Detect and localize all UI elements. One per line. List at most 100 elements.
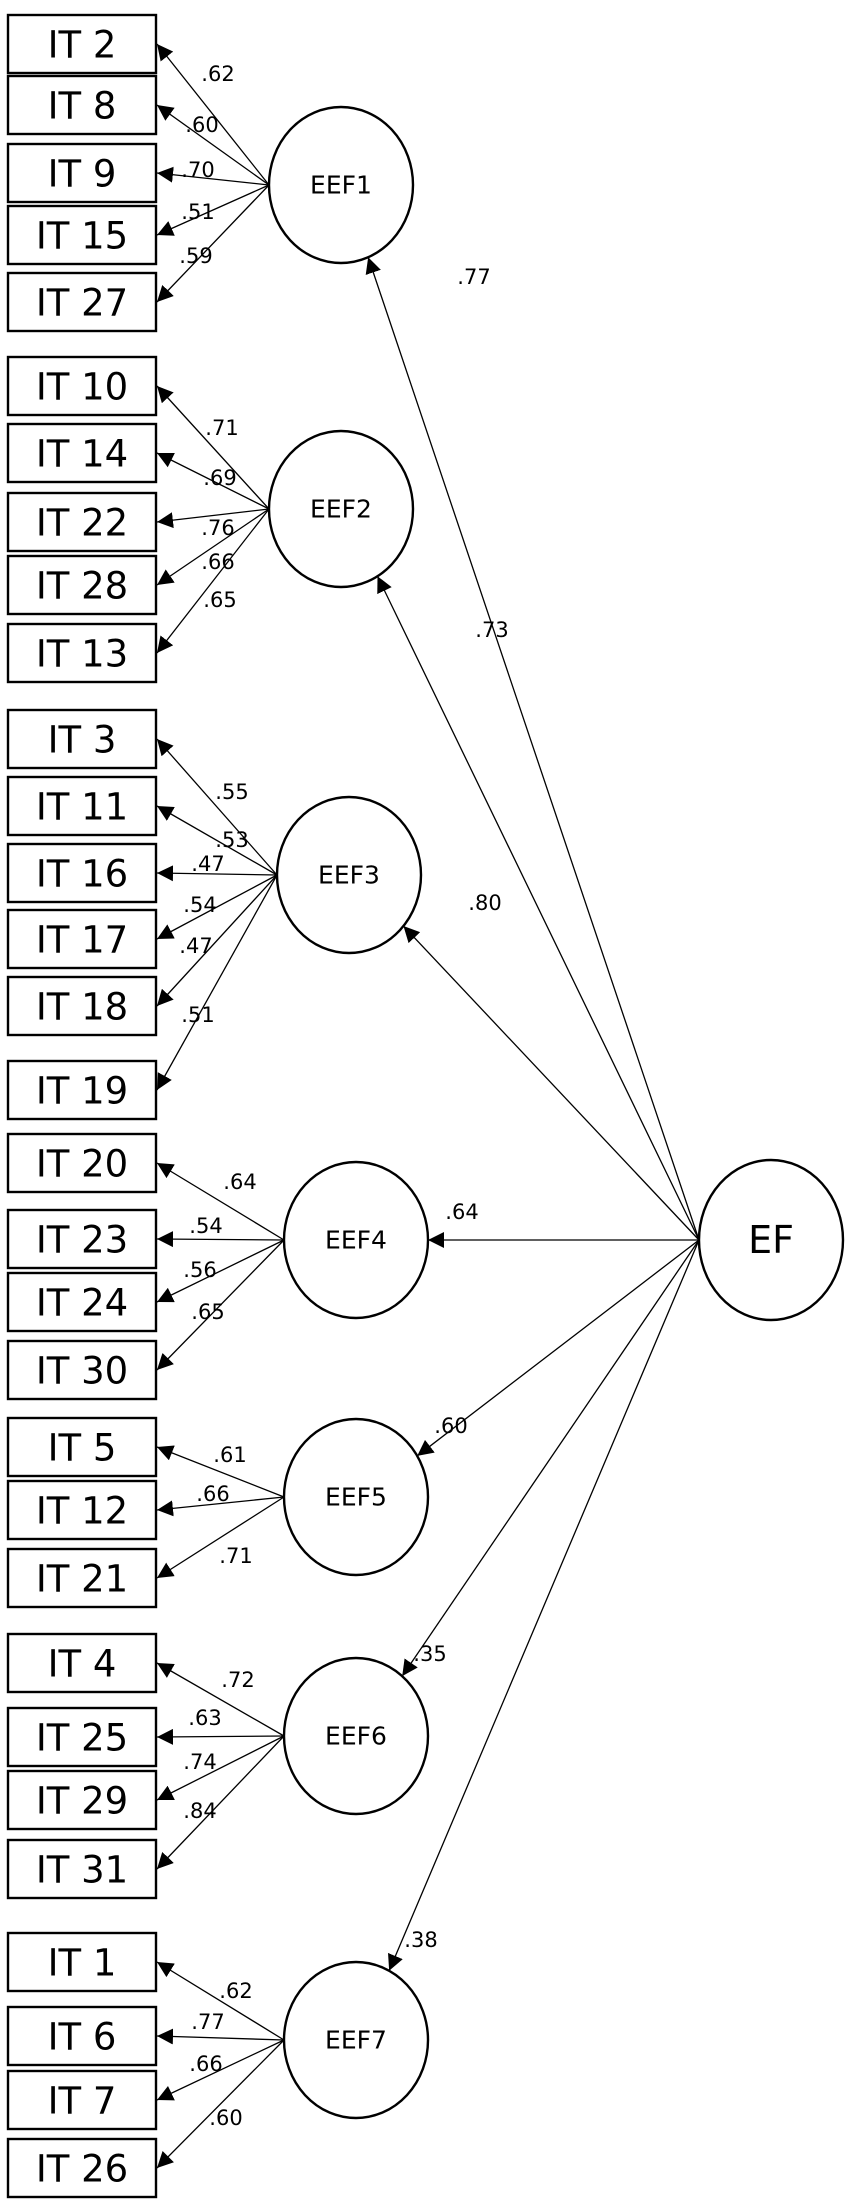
indicator-box [6,842,158,904]
indicator-loading: .62 [201,62,234,86]
indicator-label: IT 15 [36,215,128,258]
indicator-box [6,2005,158,2067]
indicator-box [6,908,158,970]
indicator-label: IT 6 [48,2016,117,2059]
indicator-label: IT 28 [36,565,128,608]
factor-eef1-loading: .77 [457,265,490,289]
indicator-label: IT 18 [36,986,128,1029]
indicator-path [156,166,270,186]
indicator-path [156,1239,285,1303]
indicator-box [6,1547,158,1609]
indicator-label: IT 26 [36,2148,128,2191]
indicator-path [156,865,278,882]
latent-factor-eef2 [267,429,415,589]
indicator-loading: .62 [219,1979,252,2003]
indicator-loading: .74 [183,1750,216,1774]
factor-eef6-path [401,1239,700,1677]
indicator-box [6,1271,158,1333]
indicator-path [156,43,270,186]
indicator-box [6,422,158,484]
indicator-label: IT 4 [48,1643,117,1686]
indicator-loading: .66 [196,1482,229,1506]
indicator-loading: .54 [183,893,216,917]
indicator-loading: .71 [205,416,238,440]
indicator-loading: .59 [179,244,212,268]
indicator-box [6,1479,158,1541]
indicator-label: IT 1 [48,1942,117,1985]
indicator-loading: .55 [215,780,248,804]
latent-factor-eef1 [267,105,415,265]
indicator-label: IT 16 [36,853,128,896]
ef-label: EF [748,1218,794,1262]
indicator-path [156,385,270,510]
indicator-label: IT 8 [48,85,117,128]
factor-eef1-path [365,257,700,1241]
indicator-path [156,1162,285,1241]
indicator-label: IT 22 [36,502,128,545]
indicator-loading: .69 [203,466,236,490]
factor-eef5-loading: .60 [434,1414,467,1438]
indicator-box [6,1931,158,1993]
indicator-path [156,738,278,876]
indicator-label: IT 11 [36,786,128,829]
indicator-loading: .60 [185,113,218,137]
latent-factor-eef7 [282,1960,430,2120]
path-arrows [156,43,700,2169]
indicator-label: IT 25 [36,1717,128,1760]
factor-eef2-path [376,575,700,1241]
indicator-path [156,1445,285,1498]
indicator-path [156,874,278,1007]
indicator-loading: .51 [181,1003,214,1027]
indicator-box [6,271,158,333]
factor-eef3-loading: .80 [468,891,501,915]
indicator-path [156,1496,285,1517]
indicator-box [6,2137,158,2199]
factor-eef2-loading: .73 [475,618,508,642]
indicator-box [6,142,158,204]
indicator-loading: .53 [215,828,248,852]
factor-eef1-label: EEF1 [310,171,372,200]
latent-factor-eef4 [282,1160,430,1320]
indicator-path [156,184,270,236]
indicator-path [156,508,270,529]
indicator-label: IT 21 [36,1558,128,1601]
indicator-path [156,1239,285,1371]
indicator-loading: .65 [191,1300,224,1324]
indicator-path [156,874,278,1091]
indicator-path [156,1735,285,1870]
indicator-label: IT 31 [36,1849,128,1892]
indicator-label: IT 23 [36,1219,128,1262]
indicator-loading: .70 [181,158,214,182]
factor-eef5-label: EEF5 [325,1483,387,1512]
indicator-loading: .51 [181,200,214,224]
indicator-box [6,1416,158,1478]
indicator-loading: .66 [201,550,234,574]
indicator-box [6,1632,158,1694]
indicator-loading: .61 [213,1443,246,1467]
indicator-box [6,74,158,136]
indicator-label: IT 27 [36,282,128,325]
indicator-label: IT 17 [36,919,128,962]
indicator-label: IT 3 [48,719,117,762]
indicator-loading: .63 [188,1706,221,1730]
indicator-box [6,622,158,684]
indicator-path [156,508,270,654]
indicator-path [156,805,278,876]
indicator-path [156,1231,285,1248]
latent-factor-eef6 [282,1656,430,1816]
indicator-box [6,1706,158,1768]
factor-eef7-label: EEF7 [325,2026,387,2055]
indicator-label: IT 9 [48,153,117,196]
indicator-path [156,104,270,186]
indicator-box [6,975,158,1037]
indicator-box [6,13,158,75]
indicator-loading: .77 [191,2010,224,2034]
indicator-label: IT 20 [36,1143,128,1186]
factor-eef4-label: EEF4 [325,1226,387,1255]
indicator-path [156,184,270,303]
factor-eef5-path [416,1239,700,1457]
indicator-path [156,1961,285,2041]
indicator-label: IT 24 [36,1282,128,1325]
indicator-path [156,1496,285,1579]
indicator-label: IT 13 [36,633,128,676]
